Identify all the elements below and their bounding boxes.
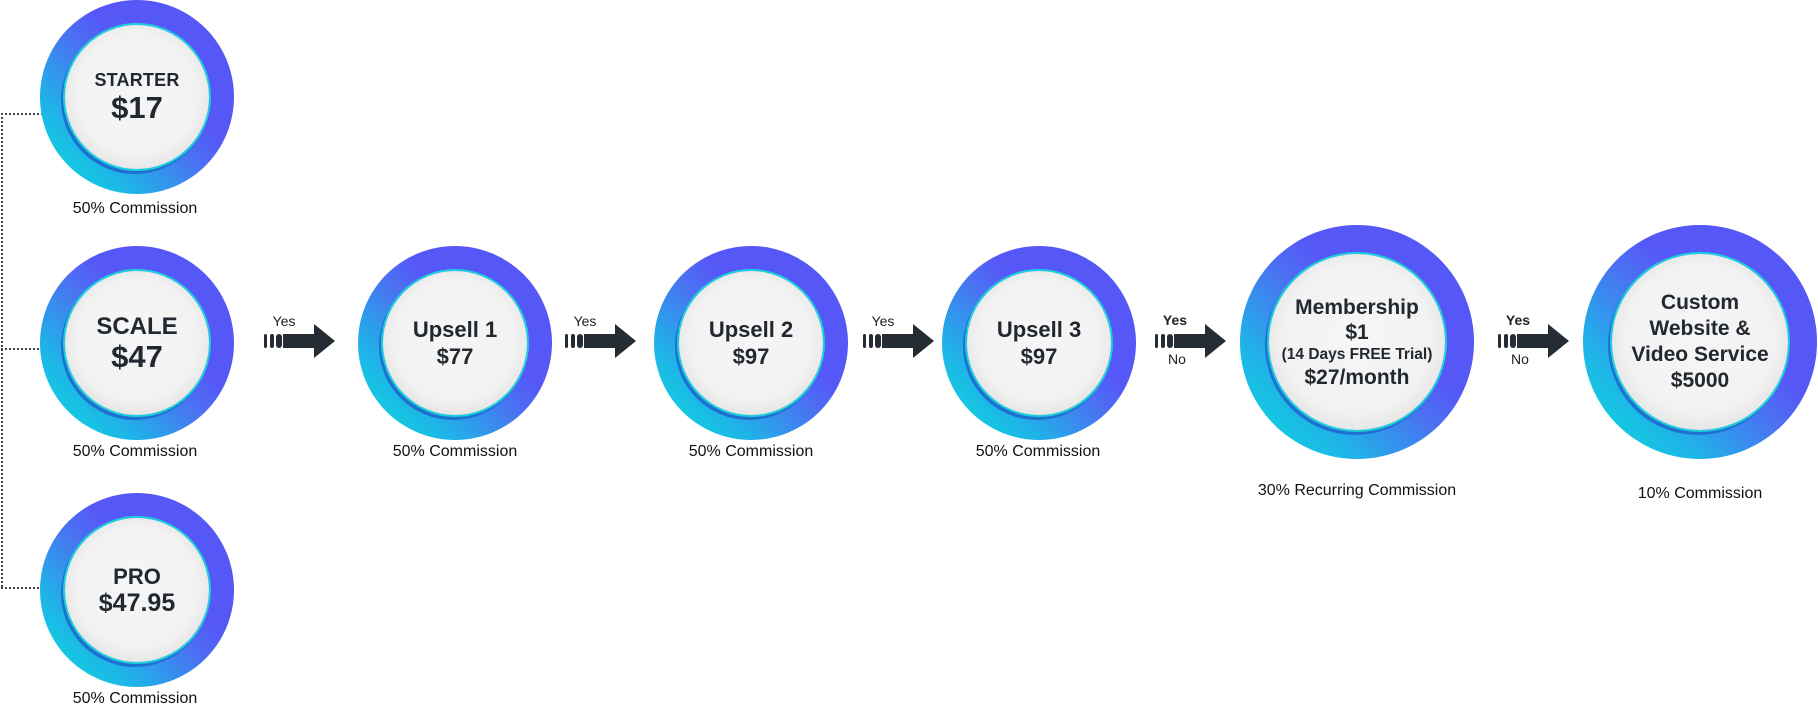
node-upsell-1-name: Upsell 1 (412, 317, 498, 342)
node-custom-service: Custom Website & Video Service $5000 (1583, 225, 1817, 459)
arrow-tail-bar (264, 334, 267, 348)
arrow-tail-bar (276, 334, 282, 348)
arrow-right-icon (264, 324, 335, 358)
node-membership: Membership $1 (14 Days FREE Trial) $27/m… (1240, 225, 1474, 459)
arrow-1-yes-label: Yes (272, 313, 296, 329)
arrow-head (1517, 324, 1569, 358)
node-membership-recurring: $27/month (1304, 365, 1410, 389)
node-upsell-2-name: Upsell 2 (708, 317, 794, 342)
node-membership-inner: Membership $1 (14 Days FREE Trial) $27/m… (1269, 254, 1445, 430)
node-upsell-2-inner: Upsell 2 $97 (679, 271, 823, 415)
arrow-4-no-label: No (1168, 351, 1186, 367)
arrow-head (1174, 324, 1226, 358)
node-membership-trial: (14 Days FREE Trial) (1281, 345, 1433, 363)
node-starter-price: $17 (111, 90, 163, 125)
arrow-tail-bar (1510, 334, 1516, 348)
arrow-3-yes-label: Yes (871, 313, 895, 329)
arrow-tail-bar (577, 334, 583, 348)
arrow-right-icon (565, 324, 636, 358)
node-custom-service-inner: Custom Website & Video Service $5000 (1612, 254, 1788, 430)
arrow-tail-bar (1167, 334, 1173, 348)
arrow-head (882, 324, 934, 358)
arrow-2-yes-label: Yes (573, 313, 597, 329)
node-pro-name: PRO (113, 564, 161, 589)
arrow-right-icon (1498, 324, 1569, 358)
node-upsell-2: Upsell 2 $97 (654, 246, 848, 440)
arrow-tail-bar (1504, 334, 1508, 348)
arrow-5-no-label: No (1511, 351, 1529, 367)
node-membership-commission: 30% Recurring Commission (1257, 482, 1457, 499)
arrow-tail-bar (1161, 334, 1165, 348)
node-scale-commission: 50% Commission (72, 443, 198, 460)
node-pro-price: $47.95 (98, 589, 176, 617)
node-starter-inner: STARTER $17 (65, 25, 209, 169)
arrow-tail-bar (863, 334, 866, 348)
arrow-right-icon (1155, 324, 1226, 358)
entry-connector-pro (1, 587, 43, 589)
arrow-4-yes-label: Yes (1162, 312, 1188, 328)
entry-connector-vertical (1, 113, 3, 587)
node-pro-commission: 50% Commission (72, 690, 198, 707)
node-upsell-2-price: $97 (732, 344, 770, 369)
arrow-tail-bar (1498, 334, 1501, 348)
arrow-right-icon (863, 324, 934, 358)
node-scale-inner: SCALE $47 (65, 271, 209, 415)
node-custom-line2: Website & (1649, 317, 1751, 340)
node-pro-inner: PRO $47.95 (65, 518, 209, 662)
node-scale-price: $47 (111, 338, 163, 374)
node-upsell-3-inner: Upsell 3 $97 (967, 271, 1111, 415)
node-upsell-1-commission: 50% Commission (392, 443, 518, 460)
arrow-head (584, 324, 636, 358)
node-starter-name: STARTER (94, 70, 180, 90)
node-upsell-1-price: $77 (436, 344, 474, 369)
arrow-tail-bar (869, 334, 873, 348)
node-upsell-3-commission: 50% Commission (975, 443, 1101, 460)
node-custom-price: $5000 (1670, 369, 1730, 392)
node-starter-commission: 50% Commission (72, 200, 198, 217)
node-pro: PRO $47.95 (40, 493, 234, 687)
node-upsell-3-price: $97 (1020, 344, 1058, 369)
node-membership-name: Membership (1295, 295, 1419, 319)
node-upsell-1-inner: Upsell 1 $77 (383, 271, 527, 415)
arrow-tail-bar (875, 334, 881, 348)
entry-connector-starter (1, 113, 43, 115)
arrow-5-yes-label: Yes (1505, 312, 1531, 328)
node-scale-name: SCALE (96, 312, 178, 340)
node-custom-service-commission: 10% Commission (1637, 485, 1763, 502)
arrow-tail-bar (270, 334, 274, 348)
node-membership-price: $1 (1345, 320, 1369, 344)
arrow-tail-bar (1155, 334, 1158, 348)
node-upsell-3: Upsell 3 $97 (942, 246, 1136, 440)
entry-connector-scale (1, 348, 43, 350)
node-custom-line3: Video Service (1631, 343, 1769, 366)
arrow-head (283, 324, 335, 358)
arrow-tail-bar (565, 334, 568, 348)
node-starter: STARTER $17 (40, 0, 234, 194)
node-upsell-2-commission: 50% Commission (688, 443, 814, 460)
node-scale: SCALE $47 (40, 246, 234, 440)
node-custom-line1: Custom (1660, 291, 1740, 314)
node-upsell-3-name: Upsell 3 (996, 317, 1082, 342)
arrow-tail-bar (571, 334, 575, 348)
node-upsell-1: Upsell 1 $77 (358, 246, 552, 440)
